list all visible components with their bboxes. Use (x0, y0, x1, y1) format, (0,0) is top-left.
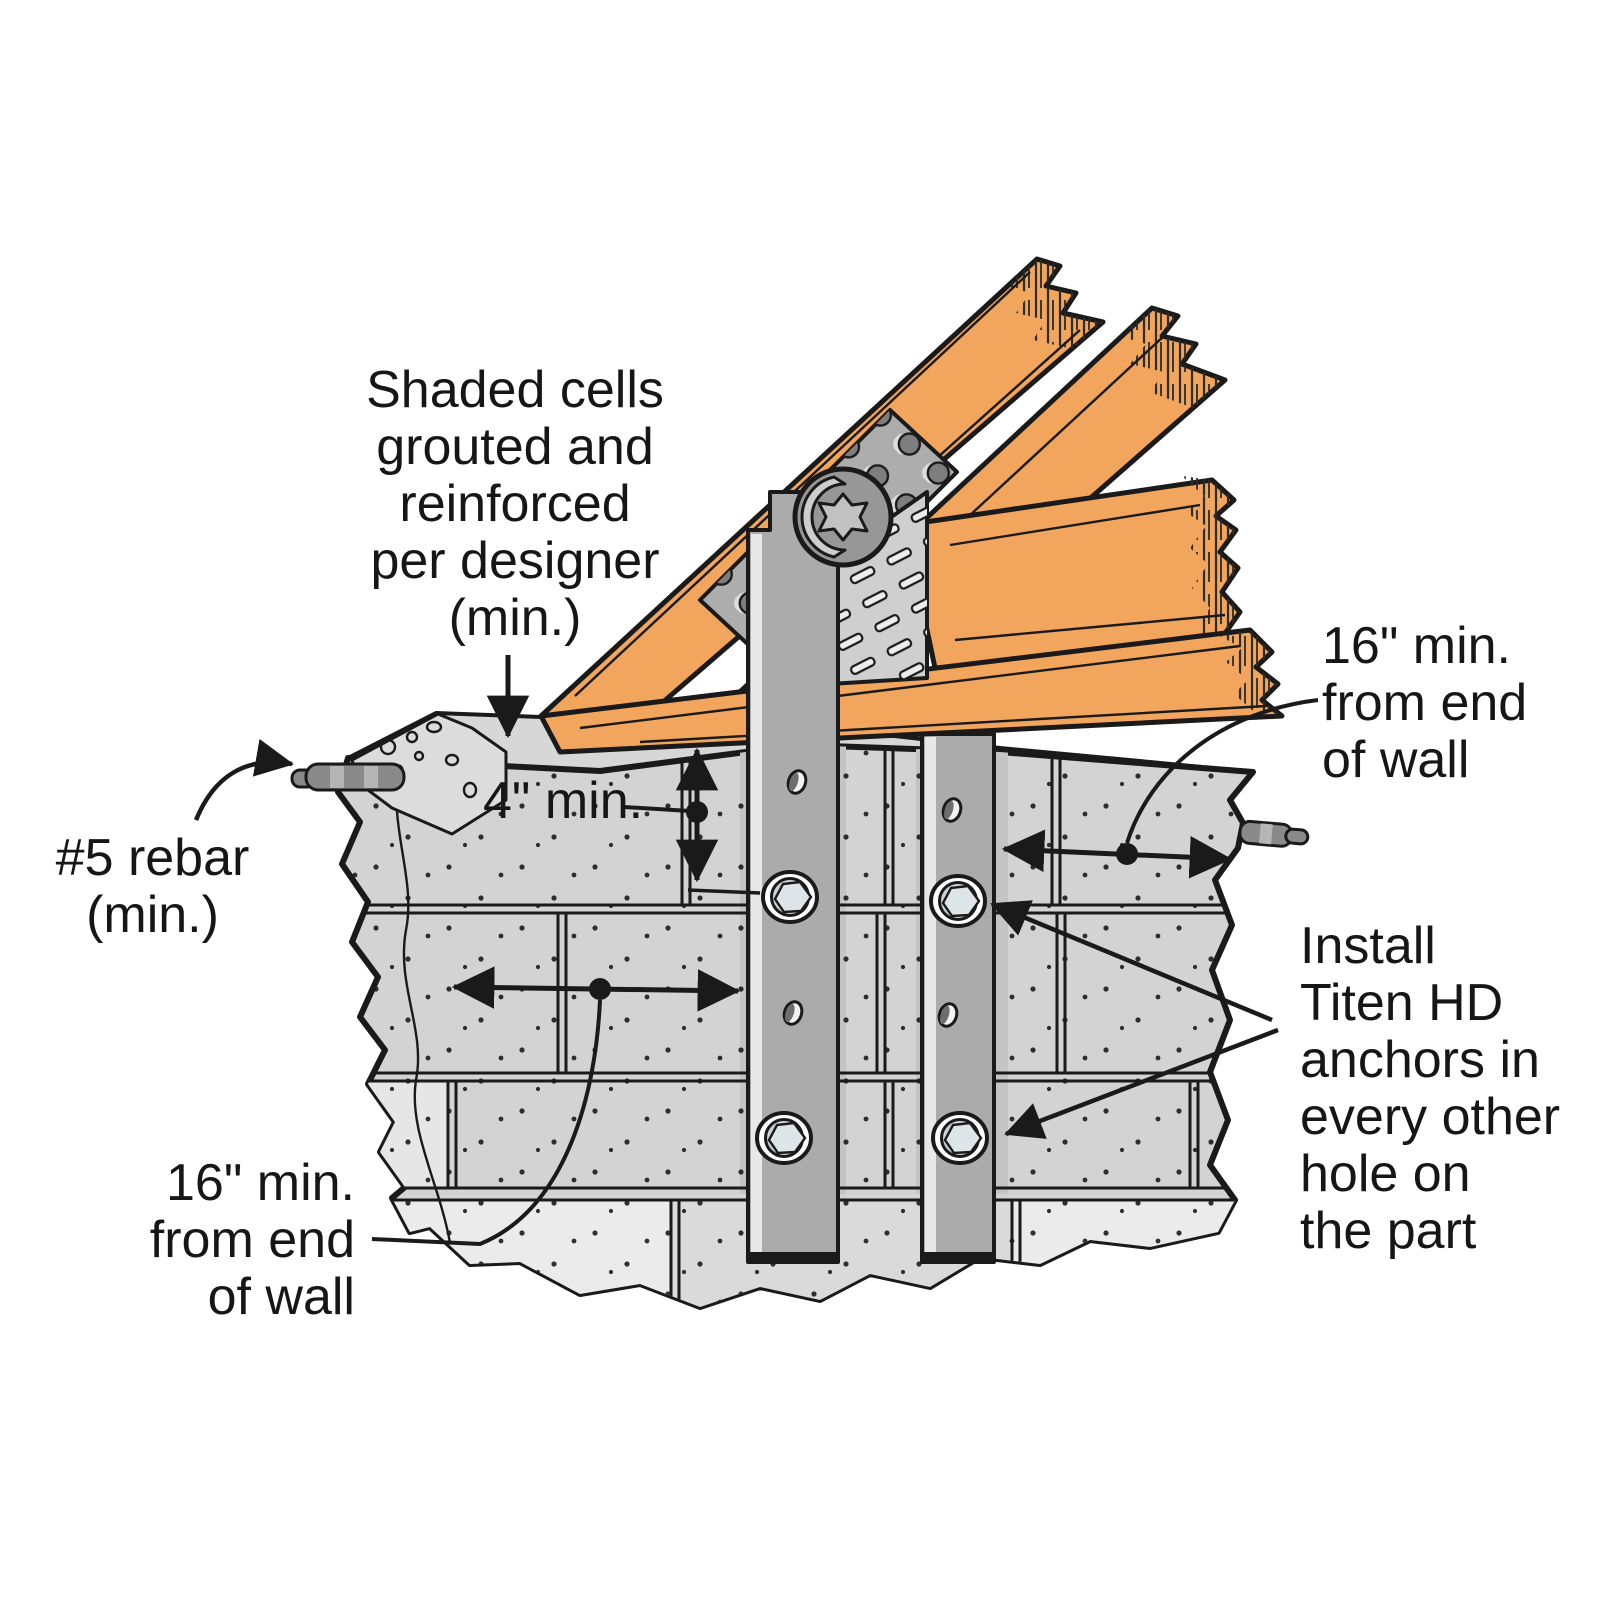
rebar-left (290, 762, 406, 792)
label-rebar: #5 rebar (min.) (55, 829, 250, 944)
titen-hd-anchor (929, 874, 987, 928)
dim-16min-left-leader (371, 999, 602, 1247)
titen-hd-anchor (761, 870, 819, 924)
truss-front-bottom-chord-cut-grain (1220, 630, 1282, 716)
dim-16min-right-leader (1125, 698, 1319, 844)
strap-holes (782, 769, 963, 1028)
label-shaded-cells: Shaded cells grouted and reinforced per … (366, 361, 664, 647)
rebar-arrow (193, 738, 294, 821)
dim-16min-left-dot (589, 978, 611, 1000)
rebar-right (1238, 819, 1310, 848)
label-install-titen: Install Titen HD anchors in every other … (1300, 917, 1561, 1260)
install-arrow-top (990, 900, 1273, 1023)
install-arrow-bottom (1004, 1027, 1279, 1139)
titen-hd-anchor (931, 1111, 989, 1165)
truss-back-bottom-chord-cut-grain (1182, 476, 1240, 650)
truss-back-top-chord-cut-grain (1120, 308, 1225, 408)
wall-crack (395, 773, 452, 1244)
dim-4min-extension (687, 888, 761, 895)
label-16min-bottom: 16" min. from end of wall (149, 1154, 355, 1326)
truss-front-top-chord-cut-grain (1007, 259, 1103, 349)
titen-hd-anchors (755, 870, 989, 1165)
strap-seat-tab (817, 492, 869, 542)
grout-cutaway (350, 712, 508, 836)
dim-16min-right-dot (1116, 843, 1138, 865)
strap-hole (786, 769, 808, 795)
dim-4min-leader (623, 805, 691, 813)
strap-seat-disc (792, 466, 894, 568)
titen-hd-anchor (755, 1111, 813, 1165)
label-4in-min: 4" min. (483, 772, 644, 830)
slotted-truss-plate (828, 490, 929, 686)
label-16min-right: 16" min. from end of wall (1322, 617, 1528, 789)
dim-4min-dot (686, 801, 708, 823)
strap-hole (937, 1002, 959, 1028)
annotations (193, 655, 1319, 1247)
strap-hole (941, 797, 963, 823)
strap-hole (782, 1000, 804, 1026)
